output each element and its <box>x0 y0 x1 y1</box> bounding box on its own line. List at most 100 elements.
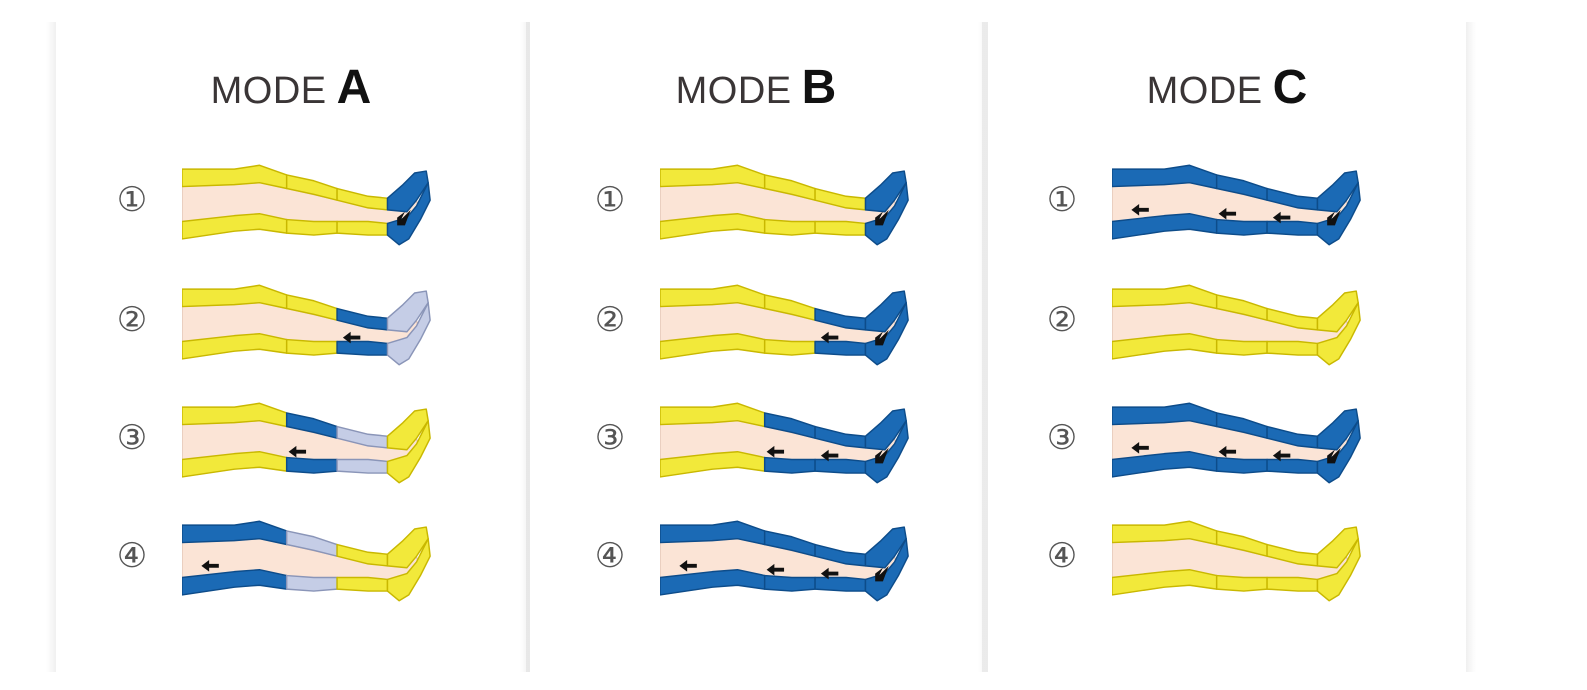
thigh-chamber-upper <box>182 164 288 190</box>
flow-arrow-icon <box>1272 211 1291 224</box>
flow-arrow-icon <box>397 209 411 226</box>
thigh-chamber-upper <box>660 284 766 310</box>
calf-chamber-lower <box>336 340 389 356</box>
calf-chamber-lower <box>336 576 389 592</box>
knee-chamber-lower <box>1215 456 1268 474</box>
foot-chamber-lower <box>386 181 431 246</box>
step-row: ② ↓+↓+ <box>114 280 434 370</box>
calf-chamber-lower <box>1266 340 1319 356</box>
mode-letter: A <box>336 61 372 114</box>
pressure-mark: + <box>1345 468 1352 478</box>
flow-arrow-icon <box>1131 442 1149 454</box>
foot-chamber <box>386 526 431 602</box>
flow-arrow-icon <box>875 329 889 346</box>
leg-illustration: ↓+↓+ <box>660 164 909 246</box>
thigh-chamber <box>1112 402 1218 478</box>
calf-chamber-lower <box>814 458 867 474</box>
mode-word: MODE <box>1146 70 1263 112</box>
flow-arrow-icon <box>1218 207 1237 220</box>
step-number: ① <box>594 181 626 219</box>
thigh-chamber <box>1112 284 1218 360</box>
thigh-chamber-upper <box>1112 164 1218 190</box>
step-number: ② <box>594 301 626 339</box>
foot-chamber-lower <box>1316 537 1361 602</box>
foot-chamber-lower <box>864 301 909 366</box>
foot-chamber-lower <box>386 301 431 366</box>
flow-arrow-icon <box>679 560 697 572</box>
thigh-chamber-upper <box>1112 402 1218 428</box>
foot-chamber <box>864 408 909 484</box>
step-number: ③ <box>594 419 626 457</box>
pressure-mark: + <box>415 230 422 240</box>
calf-chamber-lower <box>336 458 389 474</box>
step-row: ③↓+↓+↓+↓+↓+↓+↓+↓+↓+↓+↓+ <box>1044 398 1364 488</box>
knee-chamber-lower <box>763 338 816 356</box>
foot-chamber <box>386 170 431 246</box>
knee-chamber-lower <box>1215 574 1268 592</box>
thigh-chamber-upper <box>182 520 288 546</box>
knee-chamber-lower <box>285 218 338 236</box>
calf-chamber-lower <box>1266 576 1319 592</box>
knee-chamber-lower <box>763 456 816 474</box>
flow-arrow-icon <box>288 445 307 458</box>
flow-arrow-icon <box>875 565 889 582</box>
calf-chamber <box>336 425 389 474</box>
knee-chamber-lower <box>285 338 338 356</box>
step-number: ① <box>1046 181 1078 219</box>
thigh-chamber <box>182 520 288 596</box>
knee-chamber <box>285 412 338 474</box>
step-number: ③ <box>116 419 148 457</box>
thigh-chamber <box>182 164 288 240</box>
foot-chamber-lower <box>864 181 909 246</box>
thigh-chamber-upper <box>182 284 288 310</box>
knee-chamber-lower <box>763 574 816 592</box>
flow-arrow-icon <box>820 567 839 580</box>
foot-chamber <box>386 408 431 484</box>
step-number: ② <box>116 301 148 339</box>
leg-illustration: ↓+↓+ <box>182 284 431 366</box>
knee-chamber-lower <box>1215 338 1268 356</box>
foot-chamber-lower <box>864 537 909 602</box>
panel-shadow <box>46 22 56 672</box>
mode-letter: B <box>801 61 837 114</box>
knee-chamber <box>1215 174 1268 236</box>
step-number: ③ <box>1046 419 1078 457</box>
foot-chamber <box>386 290 431 366</box>
leg-illustration <box>1112 284 1361 366</box>
calf-chamber-lower <box>814 220 867 236</box>
mode-word: MODE <box>675 70 792 112</box>
foot-chamber <box>864 526 909 602</box>
foot-chamber-lower <box>864 419 909 484</box>
thigh-chamber-upper <box>660 164 766 190</box>
calf-chamber-lower <box>814 340 867 356</box>
thigh-chamber-upper <box>1112 520 1218 546</box>
leg-illustration: ↓+↓+ <box>182 164 431 246</box>
thigh-chamber <box>1112 164 1218 240</box>
knee-chamber-lower <box>763 218 816 236</box>
step-number: ② <box>1046 301 1078 339</box>
calf-chamber-lower <box>336 220 389 236</box>
panel-shadow <box>520 22 530 672</box>
flow-arrow-icon <box>820 449 839 462</box>
leg-illustration: ↓+↓+↓+↓+↓+↓+ <box>660 402 909 484</box>
thigh-chamber <box>660 284 766 360</box>
step-row: ④↓+↓+↓+↓+↓+↓+↓+↓+↓+↓+↓+ <box>592 516 912 606</box>
pressure-mark: + <box>1345 230 1352 240</box>
thigh-chamber <box>660 520 766 596</box>
flow-arrow-icon <box>766 445 785 458</box>
leg-illustration: ↓+↓+ <box>182 402 431 484</box>
step-number: ④ <box>594 537 626 575</box>
knee-chamber-lower <box>1215 218 1268 236</box>
step-number: ① <box>116 181 148 219</box>
step-row: ①↓+↓+↓+↓+↓+↓+↓+↓+↓+↓+↓+ <box>1044 160 1364 250</box>
step-row: ① ↓+↓+ <box>114 160 434 250</box>
mode-letter: C <box>1272 61 1308 114</box>
mode-word: MODE <box>210 70 327 112</box>
step-row: ②↓+↓+↓+↓+ <box>592 280 912 370</box>
pressure-mark: + <box>893 230 900 240</box>
foot-chamber <box>1316 290 1361 366</box>
